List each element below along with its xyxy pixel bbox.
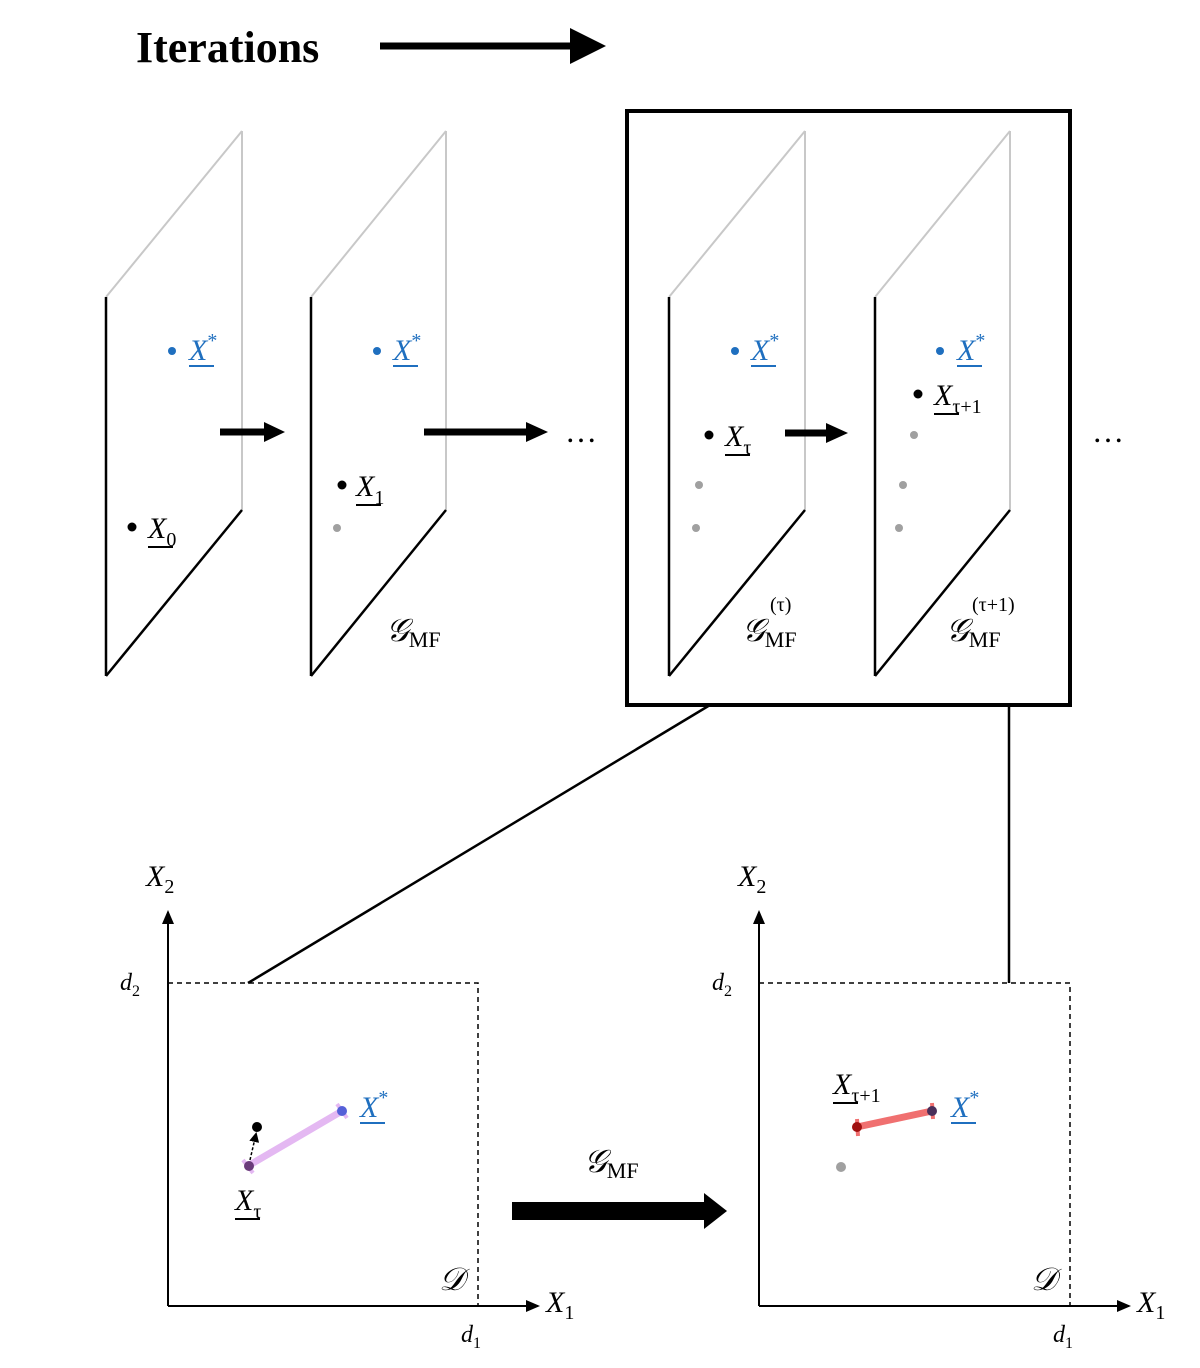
operator-label: 𝒢MF (946, 612, 1001, 652)
domain-label: 𝒟 (1031, 1261, 1062, 1297)
x-tick-label: d1 (461, 1322, 481, 1352)
target-point (337, 1106, 347, 1116)
arrow-plane-tau-to-next (785, 423, 848, 443)
y-tick-label: d2 (712, 970, 732, 1000)
target-label: X* (950, 1087, 979, 1124)
history-point (333, 524, 341, 532)
zoom-connector-left (247, 703, 711, 985)
iterations-title: Iterations (136, 23, 319, 72)
target-label: X* (188, 330, 217, 367)
iterate-label: Xτ+1 (933, 379, 982, 418)
iterate-label: Xτ (724, 420, 751, 459)
domain-label: 𝒟 (439, 1261, 470, 1297)
transition-arrow: 𝒢MF (512, 1143, 727, 1229)
history-point (836, 1162, 846, 1172)
iterate-label: X0 (147, 512, 176, 551)
zoom-panel-tau-plus-1: X2 X1 d2 d1 𝒟 X* Xτ+1 (712, 860, 1165, 1352)
x-axis-label: X1 (545, 1286, 574, 1324)
y-tick-label: d2 (120, 970, 140, 1000)
x-tick-label: d1 (1053, 1322, 1073, 1352)
iterate-point (913, 389, 923, 399)
iterate-point (704, 430, 714, 440)
iterate-label: X1 (355, 470, 384, 509)
arrow-plane-0-to-1 (220, 422, 285, 442)
target-label: X* (392, 330, 421, 367)
target-label: X* (359, 1087, 388, 1124)
ellipsis-middle: … (565, 413, 597, 449)
history-point (899, 481, 907, 489)
history-point (910, 431, 918, 439)
target-label: X* (750, 330, 779, 367)
plane-iteration-tau: X* Xτ 𝒢MF (τ) (667, 130, 806, 677)
target-point (936, 347, 944, 355)
iterate-label: Xτ+1 (832, 1068, 881, 1107)
history-point (695, 481, 703, 489)
iterate-point (127, 522, 137, 532)
history-point (895, 524, 903, 532)
plane-iteration-tau-plus-1: X* Xτ+1 𝒢MF (τ+1) (873, 130, 1015, 677)
target-point (168, 347, 176, 355)
y-axis-label: X2 (145, 860, 174, 898)
y-axis-label: X2 (737, 860, 766, 898)
x-axis-label: X1 (1136, 1286, 1165, 1324)
transition-operator-label: 𝒢MF (584, 1143, 639, 1183)
history-point (692, 524, 700, 532)
operator-superscript: (τ+1) (972, 594, 1015, 616)
iterate-point (244, 1161, 254, 1171)
target-point (373, 347, 381, 355)
zoom-highlight-box (625, 109, 1072, 707)
best-response-arrow (249, 1132, 260, 1161)
mixing-segment (853, 1107, 936, 1131)
zoom-panel-tau: X2 X1 d2 d1 𝒟 X* Xτ (120, 860, 574, 1352)
target-point (731, 347, 739, 355)
plane-iteration-1: X* X1 𝒢MF (309, 130, 447, 677)
target-point (927, 1106, 937, 1116)
best-response-point (252, 1122, 262, 1132)
operator-superscript: (τ) (770, 594, 791, 616)
ellipsis-right: … (1092, 413, 1124, 449)
plane-iteration-0: X* X0 (104, 130, 243, 677)
iterate-point (852, 1122, 862, 1132)
mixing-segment (244, 1107, 346, 1170)
domain-boundary (758, 982, 1071, 1307)
iterations-arrow (380, 28, 606, 64)
operator-label: 𝒢MF (742, 612, 797, 652)
iterate-point (337, 480, 347, 490)
operator-label: 𝒢MF (386, 612, 441, 652)
iterations-header: Iterations (136, 23, 606, 72)
arrow-plane-1-to-ellipsis (424, 422, 548, 442)
domain-boundary (167, 982, 479, 1307)
iterate-label: Xτ (234, 1184, 261, 1223)
target-label: X* (956, 330, 985, 367)
